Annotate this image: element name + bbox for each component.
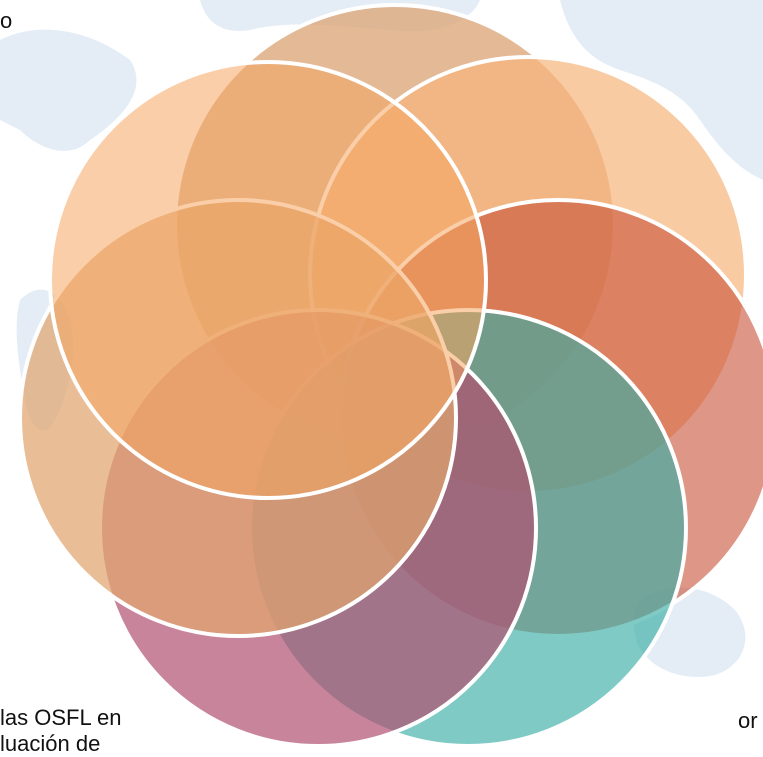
text-fragment-bottom-right: or	[738, 708, 758, 733]
world-map-background	[0, 0, 763, 677]
circle-orange-topleft	[48, 60, 488, 500]
text-fragment-bottom-left-1: las OSFL en	[0, 705, 122, 730]
text-fragment-bottom-left-2: luación de	[0, 731, 101, 756]
map-landmass-asia	[560, 0, 763, 180]
venn-circles	[18, 3, 763, 748]
text-fragment-top-left: o	[0, 8, 13, 33]
map-landmass-americas	[0, 29, 137, 151]
